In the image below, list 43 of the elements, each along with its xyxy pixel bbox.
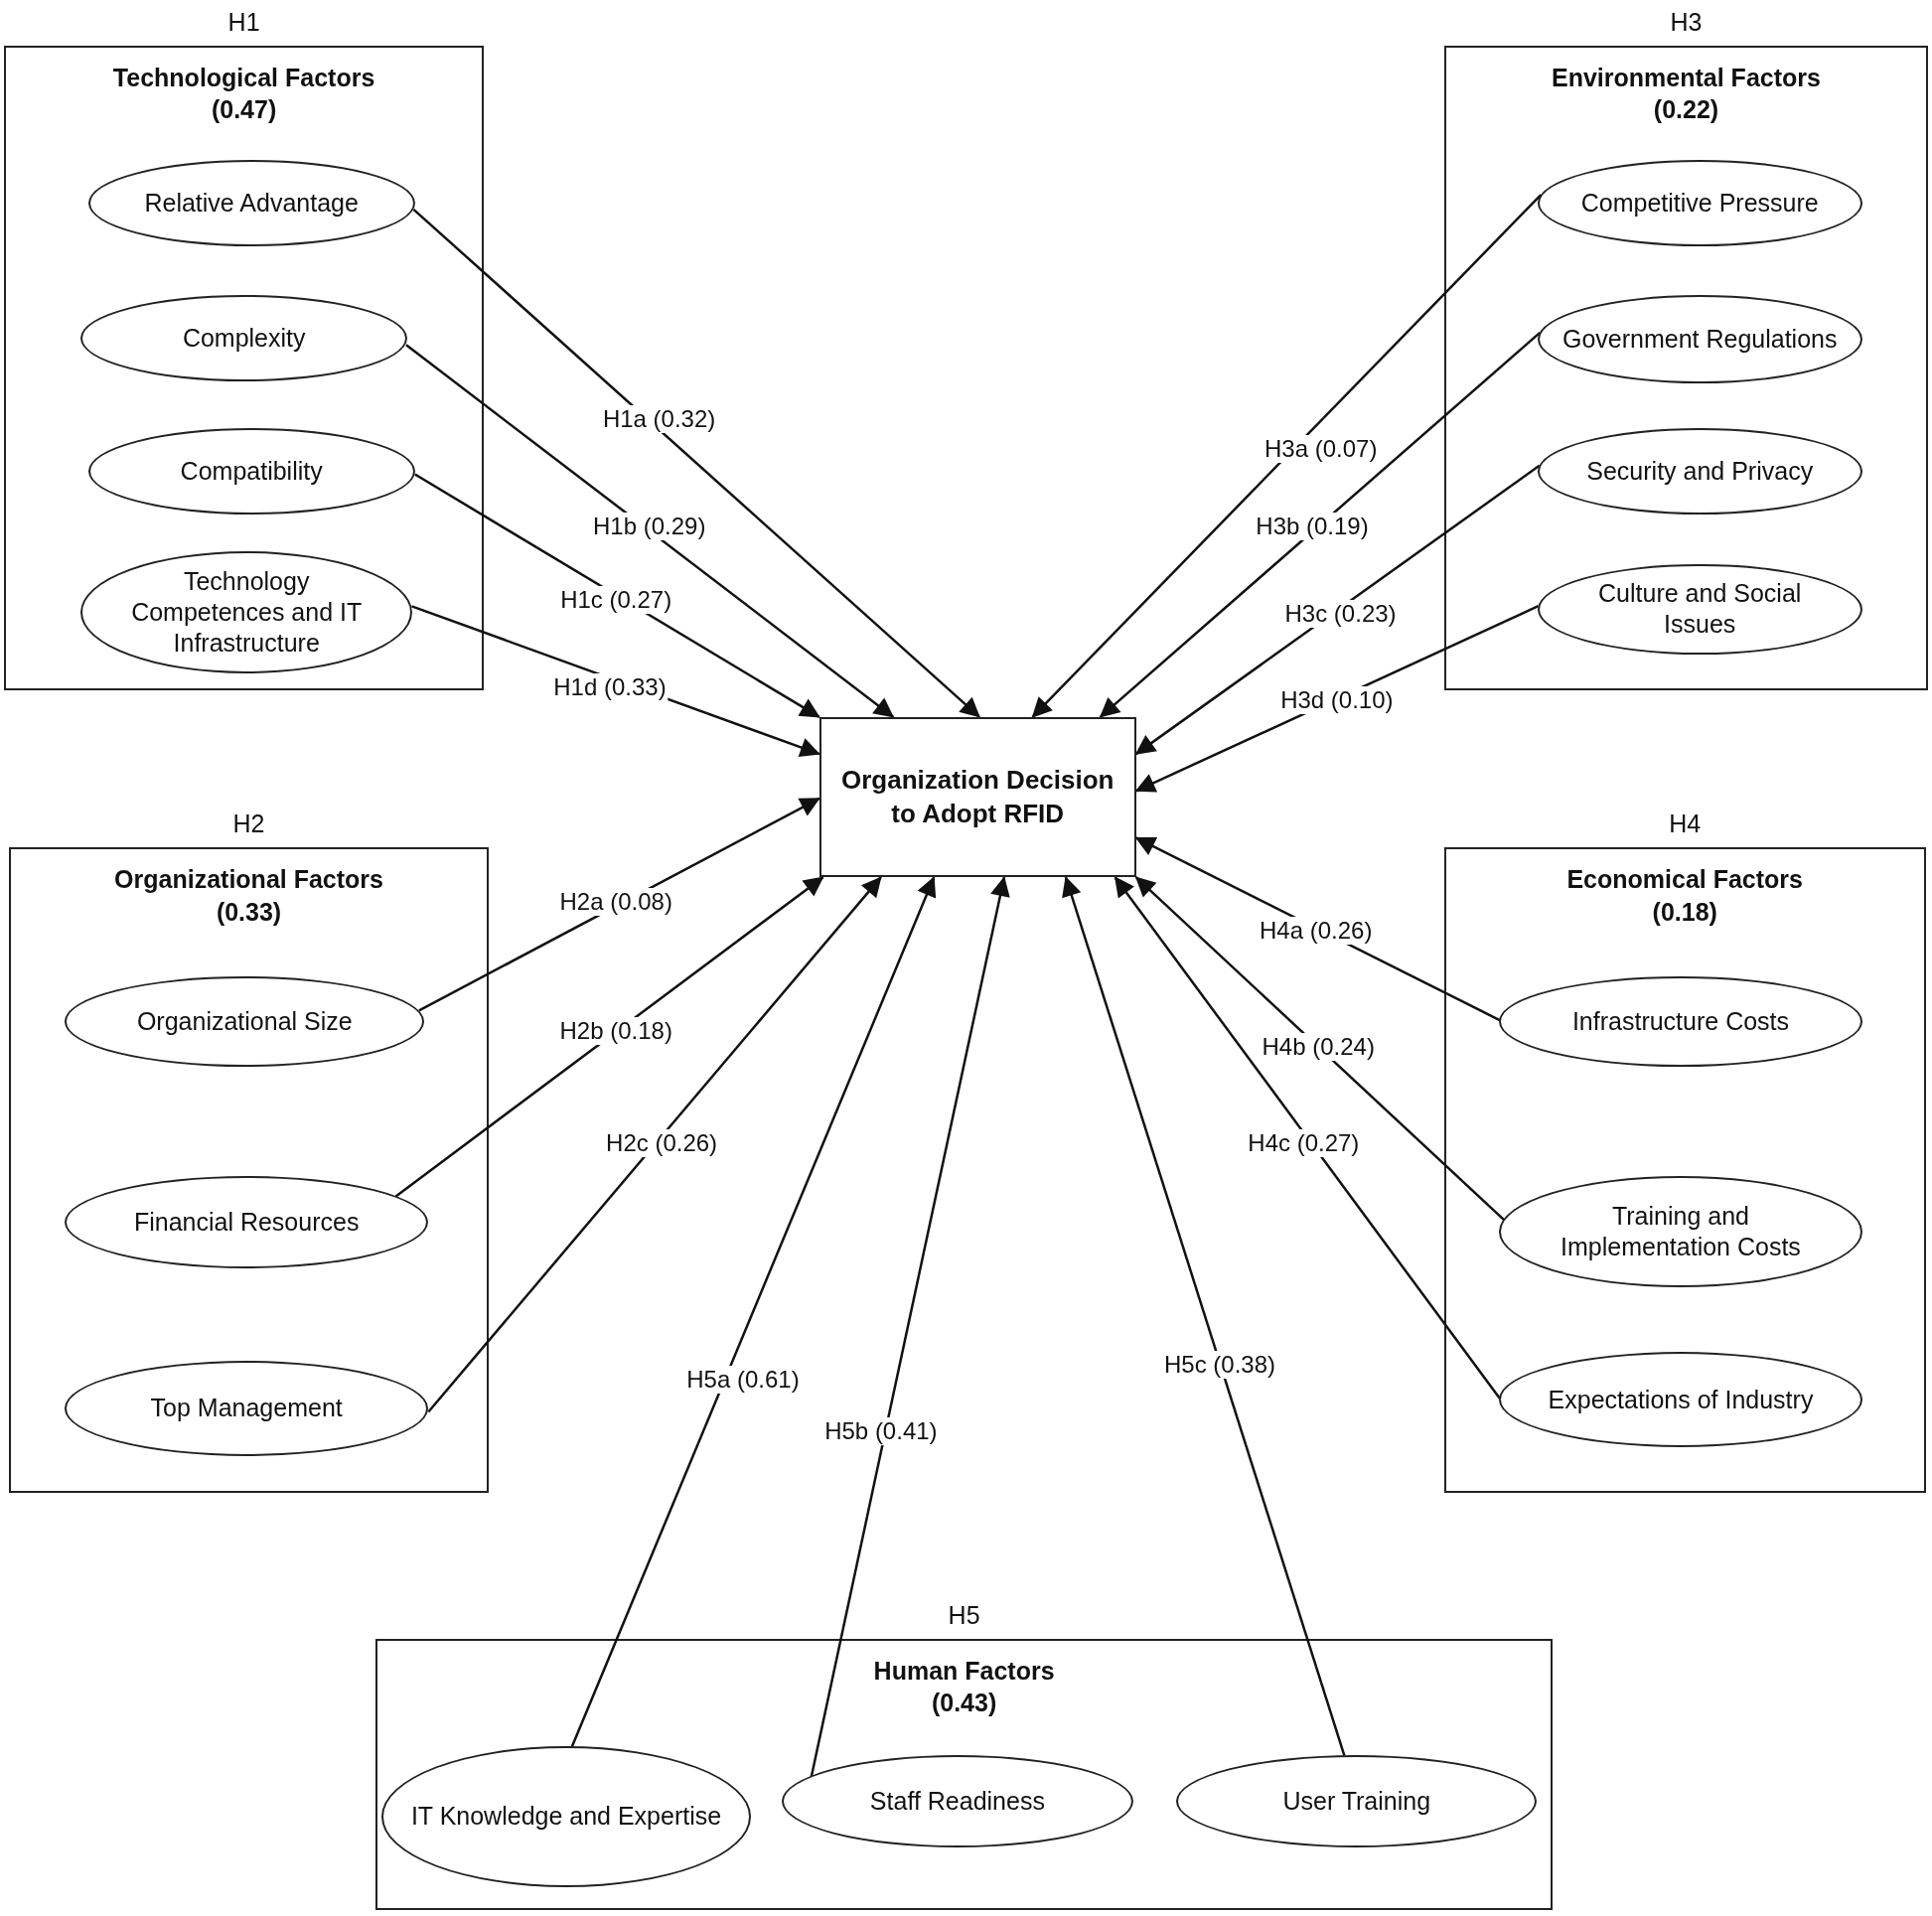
factor-label: Training and Implementation Costs	[1560, 1200, 1802, 1262]
factor-label: Relative Advantage	[143, 187, 360, 219]
factor-label: Culture and Social Issues	[1597, 578, 1803, 641]
hypothesis-label: H4	[1669, 810, 1702, 839]
arrow	[427, 876, 882, 1413]
group-title: Technological Factors (0.47)	[111, 62, 376, 126]
factor-label: Organizational Size	[135, 1005, 354, 1037]
arrow	[1134, 464, 1541, 756]
group-title: Economical Factors (0.18)	[1565, 864, 1804, 928]
factor-label: User Training	[1281, 1785, 1432, 1817]
hypothesis-label: H5	[948, 1600, 980, 1630]
arrow	[1134, 876, 1505, 1221]
factor-label: Staff Readiness	[868, 1785, 1046, 1817]
factor-label: Top Management	[149, 1393, 344, 1424]
arrow	[570, 876, 937, 1748]
hypothesis-label: H2	[232, 810, 265, 839]
factor-label: Expectations of Industry	[1547, 1384, 1815, 1415]
group-title: Environmental Factors (0.22)	[1551, 62, 1822, 126]
group-title: Organizational Factors (0.33)	[113, 864, 384, 928]
factor-label: Competitive Pressure	[1579, 187, 1820, 219]
factor-label: IT Knowledge and Expertise	[409, 1801, 723, 1833]
arrow	[1114, 876, 1501, 1400]
arrow	[412, 208, 980, 718]
arrow	[1062, 876, 1346, 1757]
factor-label: Technology Competences and IT Infrastructure	[130, 565, 364, 660]
arrow	[414, 473, 820, 718]
factor-label: Security and Privacy	[1585, 455, 1815, 487]
factor-label: Complexity	[181, 322, 307, 354]
decision-box	[818, 716, 1136, 878]
group-title: Human Factors (0.43)	[872, 1655, 1056, 1719]
factor-label: Infrastructure Costs	[1570, 1005, 1791, 1037]
arrow	[405, 344, 895, 718]
factor-label: Compatibility	[179, 455, 324, 487]
hypothesis-label: H3	[1670, 7, 1703, 37]
hypothesis-label: H1	[227, 7, 260, 37]
arrow	[394, 876, 824, 1198]
arrow	[1031, 194, 1543, 718]
arrow	[418, 797, 820, 1012]
arrow	[810, 876, 1010, 1777]
factor-label: Financial Resources	[132, 1206, 361, 1238]
factor-label: Government Regulations	[1561, 324, 1839, 356]
decision-label: Organization Decision to Adopt RFID	[840, 763, 1115, 830]
arrow	[1099, 331, 1542, 718]
